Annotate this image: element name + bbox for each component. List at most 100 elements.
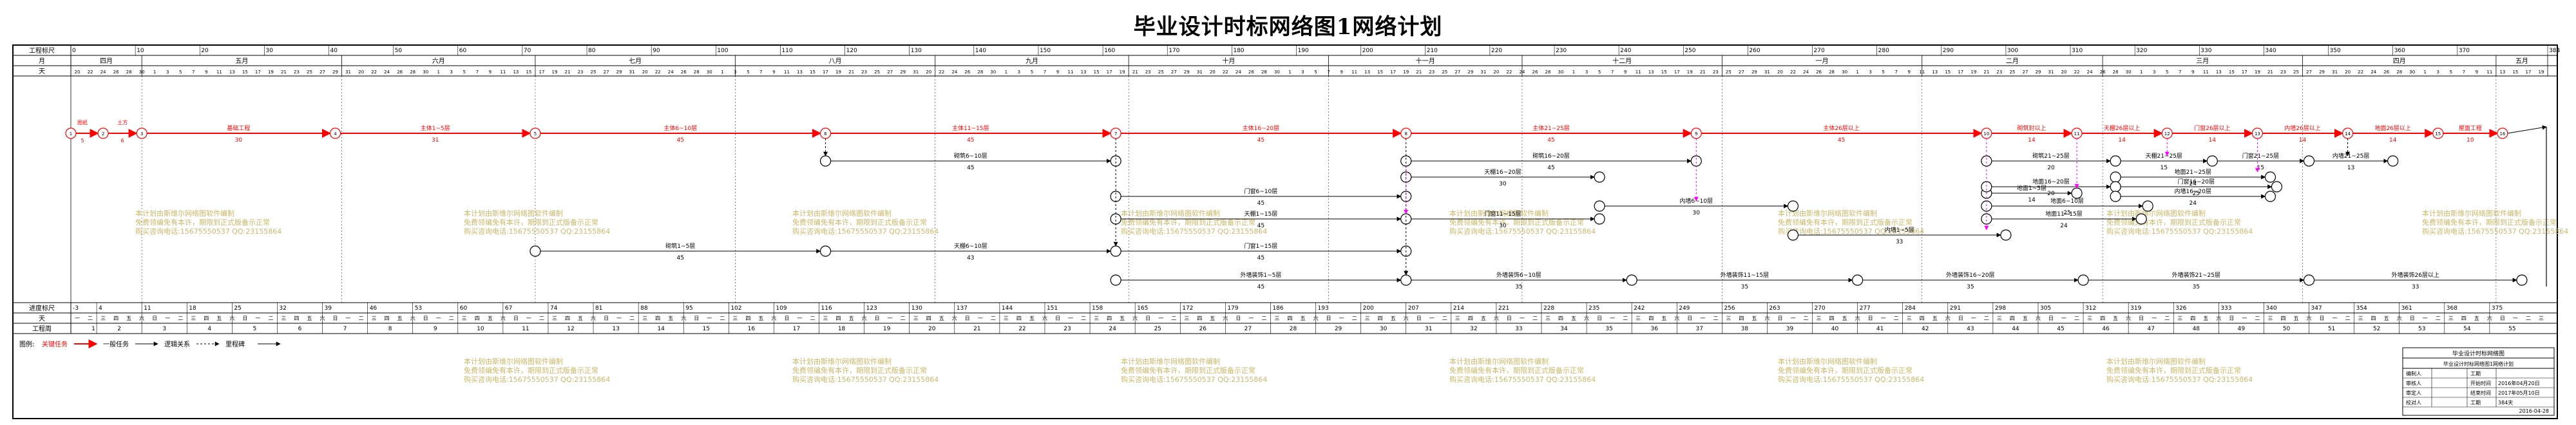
week-scale-footer: 进度标尺天工程周-3142113184255326397468539601067…	[13, 302, 2557, 334]
month-label: 三月	[2196, 57, 2209, 65]
weekday-label: 三	[2177, 316, 2182, 321]
week-mark-label: 95	[685, 305, 692, 312]
day-label: 1	[1572, 70, 1575, 75]
weekday-label: 四	[385, 316, 390, 321]
day-label: 7	[1894, 70, 1897, 75]
weekday-label: 二	[1352, 316, 1357, 321]
day-label: 25	[307, 70, 312, 75]
scale-label: 290	[1943, 48, 1954, 54]
week-number: 44	[2012, 326, 2019, 332]
day-label: 21	[2267, 70, 2273, 75]
weekday-label: 四	[1648, 316, 1654, 321]
day-label: 22	[939, 70, 944, 75]
weekday-label: 四	[926, 316, 931, 321]
week-number: 28	[1290, 326, 1297, 332]
activity-duration: 15	[2257, 165, 2264, 171]
event-node	[530, 128, 541, 139]
header-row-label: 工程标尺	[29, 47, 55, 55]
day-label: 3	[1301, 70, 1304, 75]
info-row-label: 校对人	[2406, 399, 2421, 406]
weekday-label: 四	[1468, 316, 1473, 321]
weekday-label: 五	[216, 316, 222, 321]
weekday-label: 四	[475, 316, 480, 321]
weekday-label: 一	[1158, 316, 1163, 321]
weekday-label: 日	[1507, 316, 1512, 321]
node-number: 8	[1404, 131, 1407, 137]
weekday-label: 四	[1016, 316, 1022, 321]
activity-name: 地面16~20层	[2032, 178, 2069, 185]
weekday-label: 二	[1713, 316, 1718, 321]
day-label: 21	[1132, 70, 1138, 75]
footer-row-label: 天	[39, 316, 45, 323]
weekday-label: 六	[1404, 315, 1409, 321]
watermark-text: 购买咨询电话:15675550537 QQ:23155864	[1449, 375, 1596, 384]
day-label: 1	[153, 70, 156, 75]
week-number: 31	[1425, 326, 1432, 332]
weekday-label: 日	[152, 316, 157, 321]
month-label: 九月	[1026, 57, 1038, 65]
event-node	[136, 128, 148, 139]
weekday-label: 五	[578, 316, 583, 321]
week-number: 18	[838, 326, 846, 332]
activity-name: 天棚6~10层	[954, 242, 987, 250]
weekday-label: 日	[423, 316, 428, 321]
activity-duration: 20	[2047, 191, 2055, 197]
week-number: 19	[883, 326, 891, 332]
weekday-label: 一	[436, 316, 441, 321]
weekday-label: 日	[242, 316, 247, 321]
day-label: 26	[1816, 70, 1822, 75]
week-number: 52	[2373, 326, 2380, 332]
weekday-label: 一	[1700, 316, 1705, 321]
info-row-label: 审核人	[2406, 380, 2421, 386]
day-label: 22	[1790, 70, 1796, 75]
weekday-label: 日	[1777, 316, 1782, 321]
weekday-label: 三	[2087, 316, 2092, 321]
watermark-text: 免费领编免有本许，期限到正式版备示正常	[464, 218, 598, 227]
activity-name: 内墙26层以上	[2284, 124, 2320, 132]
month-label: 六月	[432, 57, 445, 65]
week-mark-label: 81	[595, 305, 602, 312]
day-label: 21	[1700, 70, 1706, 75]
day-label: 3	[1018, 70, 1020, 75]
activity-name: 基础工程	[227, 124, 250, 132]
day-label: 5	[2450, 70, 2452, 75]
day-label: 17	[1674, 70, 1680, 75]
weekday-label: 三	[2539, 316, 2544, 321]
weekday-label: 五	[2384, 316, 2389, 321]
activity-name: 门窗1~15层	[1245, 242, 1278, 250]
day-label: 22	[88, 70, 93, 75]
activity-duration: 30	[1499, 223, 1507, 229]
scale-label: 90	[653, 48, 660, 54]
week-mark-label: 361	[2401, 305, 2412, 312]
activity-name: 砌筑6~10层	[954, 152, 987, 160]
day-label: 27	[1171, 70, 1177, 75]
watermark-text: 购买咨询电话:15675550537 QQ:23155864	[464, 375, 610, 384]
weekday-label: 一	[888, 316, 893, 321]
week-mark-label: 116	[821, 305, 832, 312]
weekday-label: 三	[1997, 316, 2002, 321]
week-mark-label: 305	[2040, 305, 2051, 312]
watermark-text: 免费领编免有本许，期限到正式版备示正常	[792, 366, 927, 375]
day-label: 19	[1687, 70, 1693, 75]
watermark-text: 本计划由斯维尔网络图软件编制	[1121, 357, 1220, 366]
weekday-label: 三	[732, 316, 738, 321]
activity-name: 内墙21~25层	[2333, 152, 2369, 160]
day-label: 5	[1598, 70, 1601, 75]
week-number: 3	[162, 326, 166, 332]
activity-duration: 6	[121, 138, 124, 144]
activity-name: 外墙装饰21~25层	[2172, 271, 2220, 279]
week-mark-label: 53	[415, 305, 422, 312]
weekday-label: 六	[410, 315, 415, 321]
weekday-label: 二	[1442, 316, 1447, 321]
event-node	[1110, 245, 1121, 257]
day-label: 30	[1274, 70, 1280, 75]
weekday-label: 五	[1029, 316, 1035, 321]
event-node	[530, 245, 541, 257]
activity-duration: 45	[967, 137, 974, 144]
activity-name: 主体11~15层	[952, 124, 989, 132]
watermark-text: 本计划由斯维尔网络图软件编制	[1121, 209, 1220, 218]
weekday-label: 三	[1726, 316, 1731, 321]
weekday-label: 二	[1894, 316, 1899, 321]
week-mark-label: 270	[1815, 305, 1826, 312]
day-label: 23	[578, 70, 584, 75]
